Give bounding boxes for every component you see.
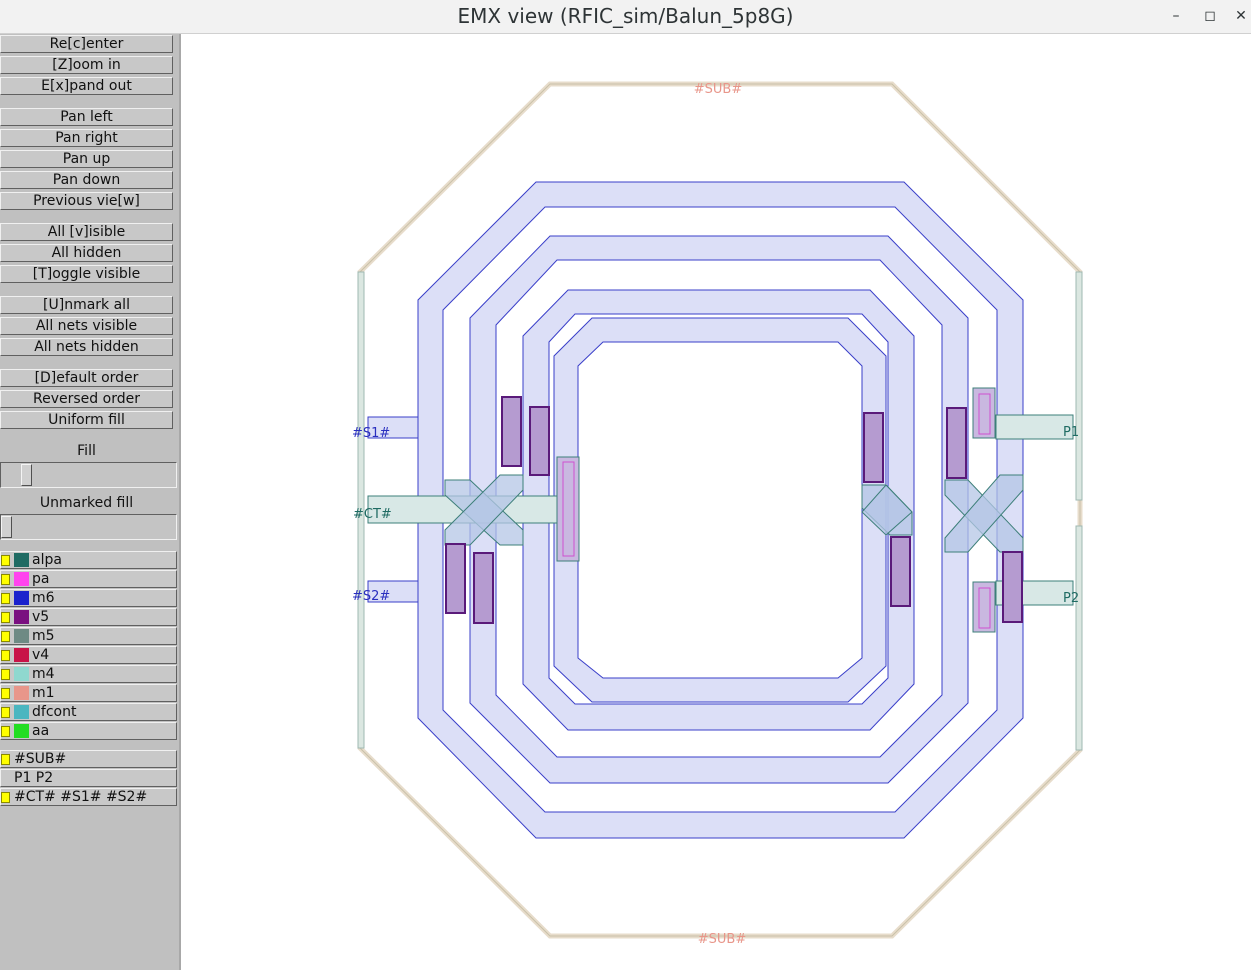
layer-label: m6 [32,590,55,606]
net-row-ports[interactable]: P1 P2 [0,769,177,787]
net-visibility-toggle[interactable] [1,792,10,803]
layer-row-aa[interactable]: aa [0,722,177,740]
p2-label: P2 [1063,591,1079,606]
unmark-all-button[interactable]: [U]nmark all [0,296,173,314]
pan-left-button[interactable]: Pan left [0,108,173,126]
crossovers [444,474,1024,553]
minimize-icon[interactable]: – [1172,8,1180,24]
layout-canvas[interactable]: #SUB# #SUB# #S1# #CT# #S2# P1 P2 [181,34,1251,970]
net-label: #SUB# [14,751,67,767]
s1-label: #S1# [352,426,390,441]
sub-top-label: #SUB# [694,82,742,97]
layer-visibility-toggle[interactable] [1,555,10,566]
layer-label: pa [32,571,50,587]
net-label: #CT# #S1# #S2# [14,789,148,805]
default-order-button[interactable]: [D]efault order [0,369,173,387]
pan-down-button[interactable]: Pan down [0,171,173,189]
p1-lead [995,414,1074,440]
layer-visibility-toggle[interactable] [1,707,10,718]
layer-color-swatch [14,553,29,567]
net-label: P1 P2 [14,770,54,786]
layer-row-v4[interactable]: v4 [0,646,177,664]
layer-row-m5[interactable]: m5 [0,627,177,645]
vias [445,396,1023,624]
layer-visibility-toggle[interactable] [1,593,10,604]
layer-row-m1[interactable]: m1 [0,684,177,702]
layer-label: dfcont [32,704,77,720]
pad-openings [556,387,996,633]
layer-label: m4 [32,666,55,682]
layer-label: v5 [32,609,50,625]
layer-color-swatch [14,705,29,719]
net-row-ct-s1-s2[interactable]: #CT# #S1# #S2# [0,788,177,806]
p1-label: P1 [1063,425,1079,440]
maximize-icon[interactable]: ◻ [1204,8,1216,24]
fill-slider[interactable] [0,462,177,488]
sub-bottom-label: #SUB# [698,932,746,947]
layer-visibility-toggle[interactable] [1,574,10,585]
layer-color-swatch [14,667,29,681]
layer-row-dfcont[interactable]: dfcont [0,703,177,721]
layer-visibility-toggle[interactable] [1,688,10,699]
layer-row-v5[interactable]: v5 [0,608,177,626]
layer-label: m1 [32,685,55,701]
fill-label: Fill [77,443,96,459]
net-visibility-toggle[interactable] [1,754,10,765]
layer-row-pa[interactable]: pa [0,570,177,588]
layer-color-swatch [14,648,29,662]
pan-right-button[interactable]: Pan right [0,129,173,147]
all-nets-hidden-button[interactable]: All nets hidden [0,338,173,356]
layer-visibility-toggle[interactable] [1,726,10,737]
layer-visibility-toggle[interactable] [1,669,10,680]
layer-label: v4 [32,647,50,663]
layer-visibility-toggle[interactable] [1,631,10,642]
s2-label: #S2# [352,589,390,604]
substrate-left-bar [357,271,365,749]
toggle-visible-button[interactable]: [T]oggle visible [0,265,173,283]
layer-label: m5 [32,628,55,644]
layer-color-swatch [14,610,29,624]
layer-label: alpa [32,552,62,568]
uniform-fill-button[interactable]: Uniform fill [0,411,173,429]
window-title: EMX view (RFIC_sim/Balun_5p8G) [457,4,794,28]
layer-label: aa [32,723,50,739]
pan-up-button[interactable]: Pan up [0,150,173,168]
all-visible-button[interactable]: All [v]isible [0,223,173,241]
recenter-button[interactable]: Re[c]enter [0,35,173,53]
substrate-right-bar-top [1075,271,1083,501]
ct-label: #CT# [353,507,392,522]
control-panel: Re[c]enter [Z]oom in E[x]pand out Pan le… [0,34,181,970]
net-row-sub[interactable]: #SUB# [0,750,177,768]
previous-view-button[interactable]: Previous vie[w] [0,192,173,210]
zoom-in-button[interactable]: [Z]oom in [0,56,173,74]
expand-out-button[interactable]: E[x]pand out [0,77,173,95]
layer-color-swatch [14,591,29,605]
reversed-order-button[interactable]: Reversed order [0,390,173,408]
substrate-right-bar-bottom [1075,525,1083,751]
layer-color-swatch [14,629,29,643]
title-bar: EMX view (RFIC_sim/Balun_5p8G) – ◻ ✕ [0,0,1251,34]
layer-row-m6[interactable]: m6 [0,589,177,607]
unmarked-fill-slider-handle[interactable] [1,516,12,538]
layer-color-swatch [14,572,29,586]
layer-visibility-toggle[interactable] [1,650,10,661]
layer-color-swatch [14,686,29,700]
fill-slider-handle[interactable] [21,464,32,486]
layer-row-m4[interactable]: m4 [0,665,177,683]
layer-color-swatch [14,724,29,738]
layer-row-alpa[interactable]: alpa [0,551,177,569]
unmarked-fill-label: Unmarked fill [39,495,134,511]
layer-visibility-toggle[interactable] [1,612,10,623]
unmarked-fill-slider[interactable] [0,514,177,540]
all-nets-visible-button[interactable]: All nets visible [0,317,173,335]
balun-coil [417,181,1024,839]
close-icon[interactable]: ✕ [1235,8,1247,24]
all-hidden-button[interactable]: All hidden [0,244,173,262]
